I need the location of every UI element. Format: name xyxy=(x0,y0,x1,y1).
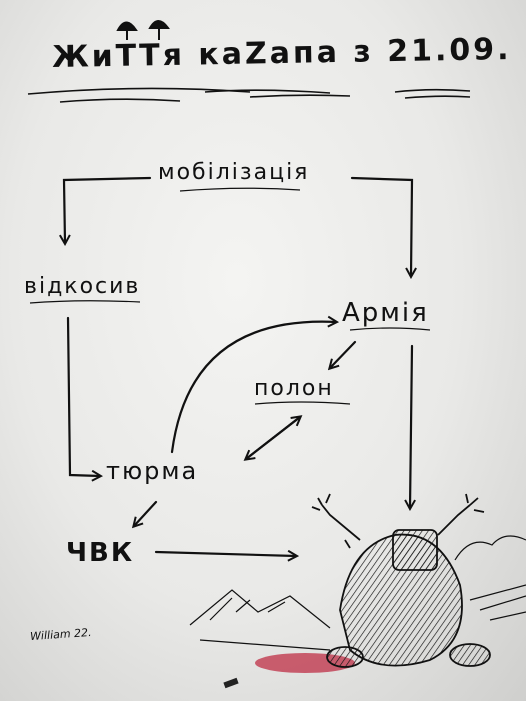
arrow-mob-to-army xyxy=(350,176,412,276)
node-mobilization: мобілізація xyxy=(158,160,310,185)
arrow-army-to-captivity xyxy=(330,340,357,368)
arrow-army-to-body xyxy=(410,344,412,508)
node-refusal: відкосив xyxy=(24,274,141,299)
mountains-sketch xyxy=(189,535,526,651)
arrow-pmc-to-body xyxy=(154,552,296,556)
flow-arrows xyxy=(64,176,412,556)
arrow-mob-to-refusal xyxy=(64,176,152,243)
fallen-soldier-illustration xyxy=(311,493,491,668)
title-decoration xyxy=(116,20,170,40)
arrow-prison-to-army xyxy=(170,322,336,454)
node-pmc: ЧВК xyxy=(66,538,135,568)
arrow-prison-to-captivity xyxy=(244,417,300,461)
node-captivity: полон xyxy=(254,376,334,401)
label-underlines xyxy=(29,187,431,405)
arrow-prison-to-pmc xyxy=(134,500,158,526)
arrow-refusal-to-prison xyxy=(66,316,100,476)
node-army: Армія xyxy=(342,298,429,328)
stone xyxy=(223,677,239,689)
title-underline xyxy=(27,87,471,103)
node-prison: тюрма xyxy=(106,457,199,485)
